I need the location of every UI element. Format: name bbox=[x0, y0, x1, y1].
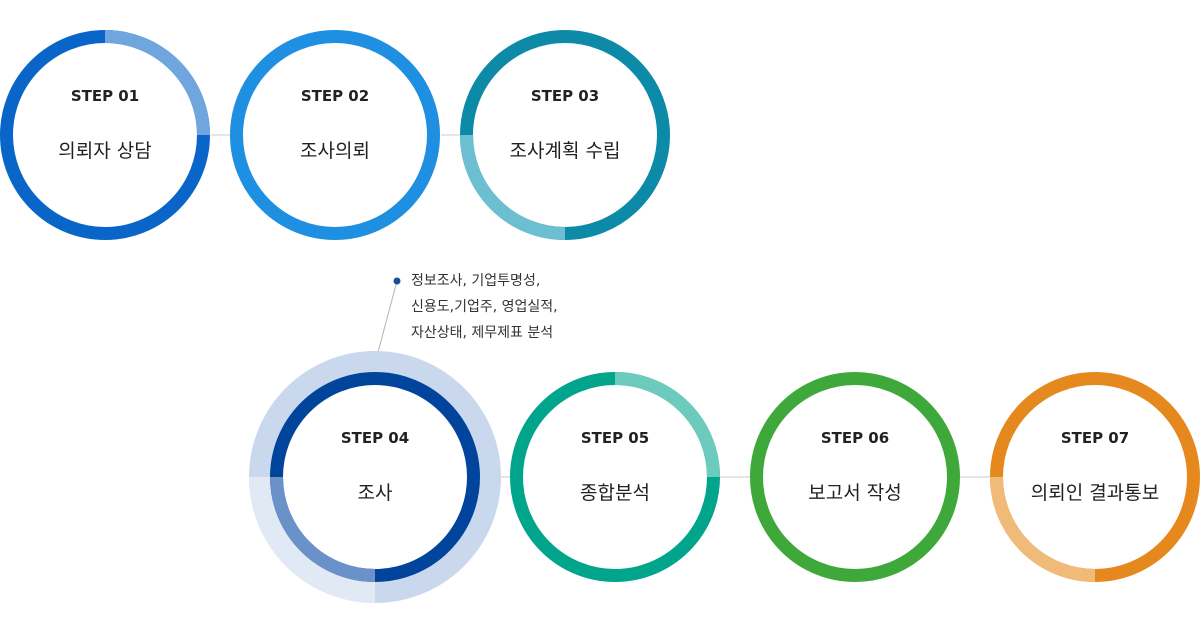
step-02-ring bbox=[230, 30, 440, 240]
step-05: STEP 05 종합분석 bbox=[510, 372, 720, 582]
step-01-label: STEP 01 bbox=[71, 87, 139, 105]
step-03-title: 조사계획 수립 bbox=[510, 140, 621, 162]
note-bullet bbox=[393, 277, 401, 285]
step-06-ring bbox=[750, 372, 960, 582]
step-01-ring-accent bbox=[104, 30, 210, 136]
note-line-3: 자산상태, 제무제표 분석 bbox=[411, 325, 553, 341]
step-07-label: STEP 07 bbox=[1061, 429, 1129, 447]
step-02: STEP 02 조사의뢰 bbox=[230, 30, 440, 240]
step-03: STEP 03 조사계획 수립 bbox=[460, 30, 670, 240]
step-05-ring-accent bbox=[614, 372, 720, 478]
step-06: STEP 06 보고서 작성 bbox=[750, 372, 960, 582]
step-06-label: STEP 06 bbox=[821, 429, 889, 447]
step-03-ring-accent bbox=[460, 134, 566, 240]
note-line-1: 정보조사, 기업투명성, bbox=[411, 273, 540, 289]
step-04-label: STEP 04 bbox=[341, 429, 409, 447]
step-07: STEP 07 의뢰인 결과통보 bbox=[990, 372, 1200, 582]
step-05-label: STEP 05 bbox=[581, 429, 649, 447]
step-01: STEP 01 의뢰자 상담 bbox=[0, 30, 210, 240]
step-04: STEP 04 조사 bbox=[249, 351, 501, 603]
step-02-title: 조사의뢰 bbox=[300, 140, 370, 162]
step-03-label: STEP 03 bbox=[531, 87, 599, 105]
step-04-ring-accent bbox=[270, 476, 376, 582]
step-07-ring-accent bbox=[990, 476, 1096, 582]
step-07-title: 의뢰인 결과통보 bbox=[1031, 482, 1159, 504]
step-01-title: 의뢰자 상담 bbox=[58, 140, 151, 162]
step-02-label: STEP 02 bbox=[301, 87, 369, 105]
step-04-title: 조사 bbox=[358, 482, 393, 504]
note-line-2: 신용도,기업주, 영업실적, bbox=[411, 299, 558, 315]
step-06-title: 보고서 작성 bbox=[808, 482, 901, 504]
step-05-title: 종합분석 bbox=[580, 482, 650, 504]
